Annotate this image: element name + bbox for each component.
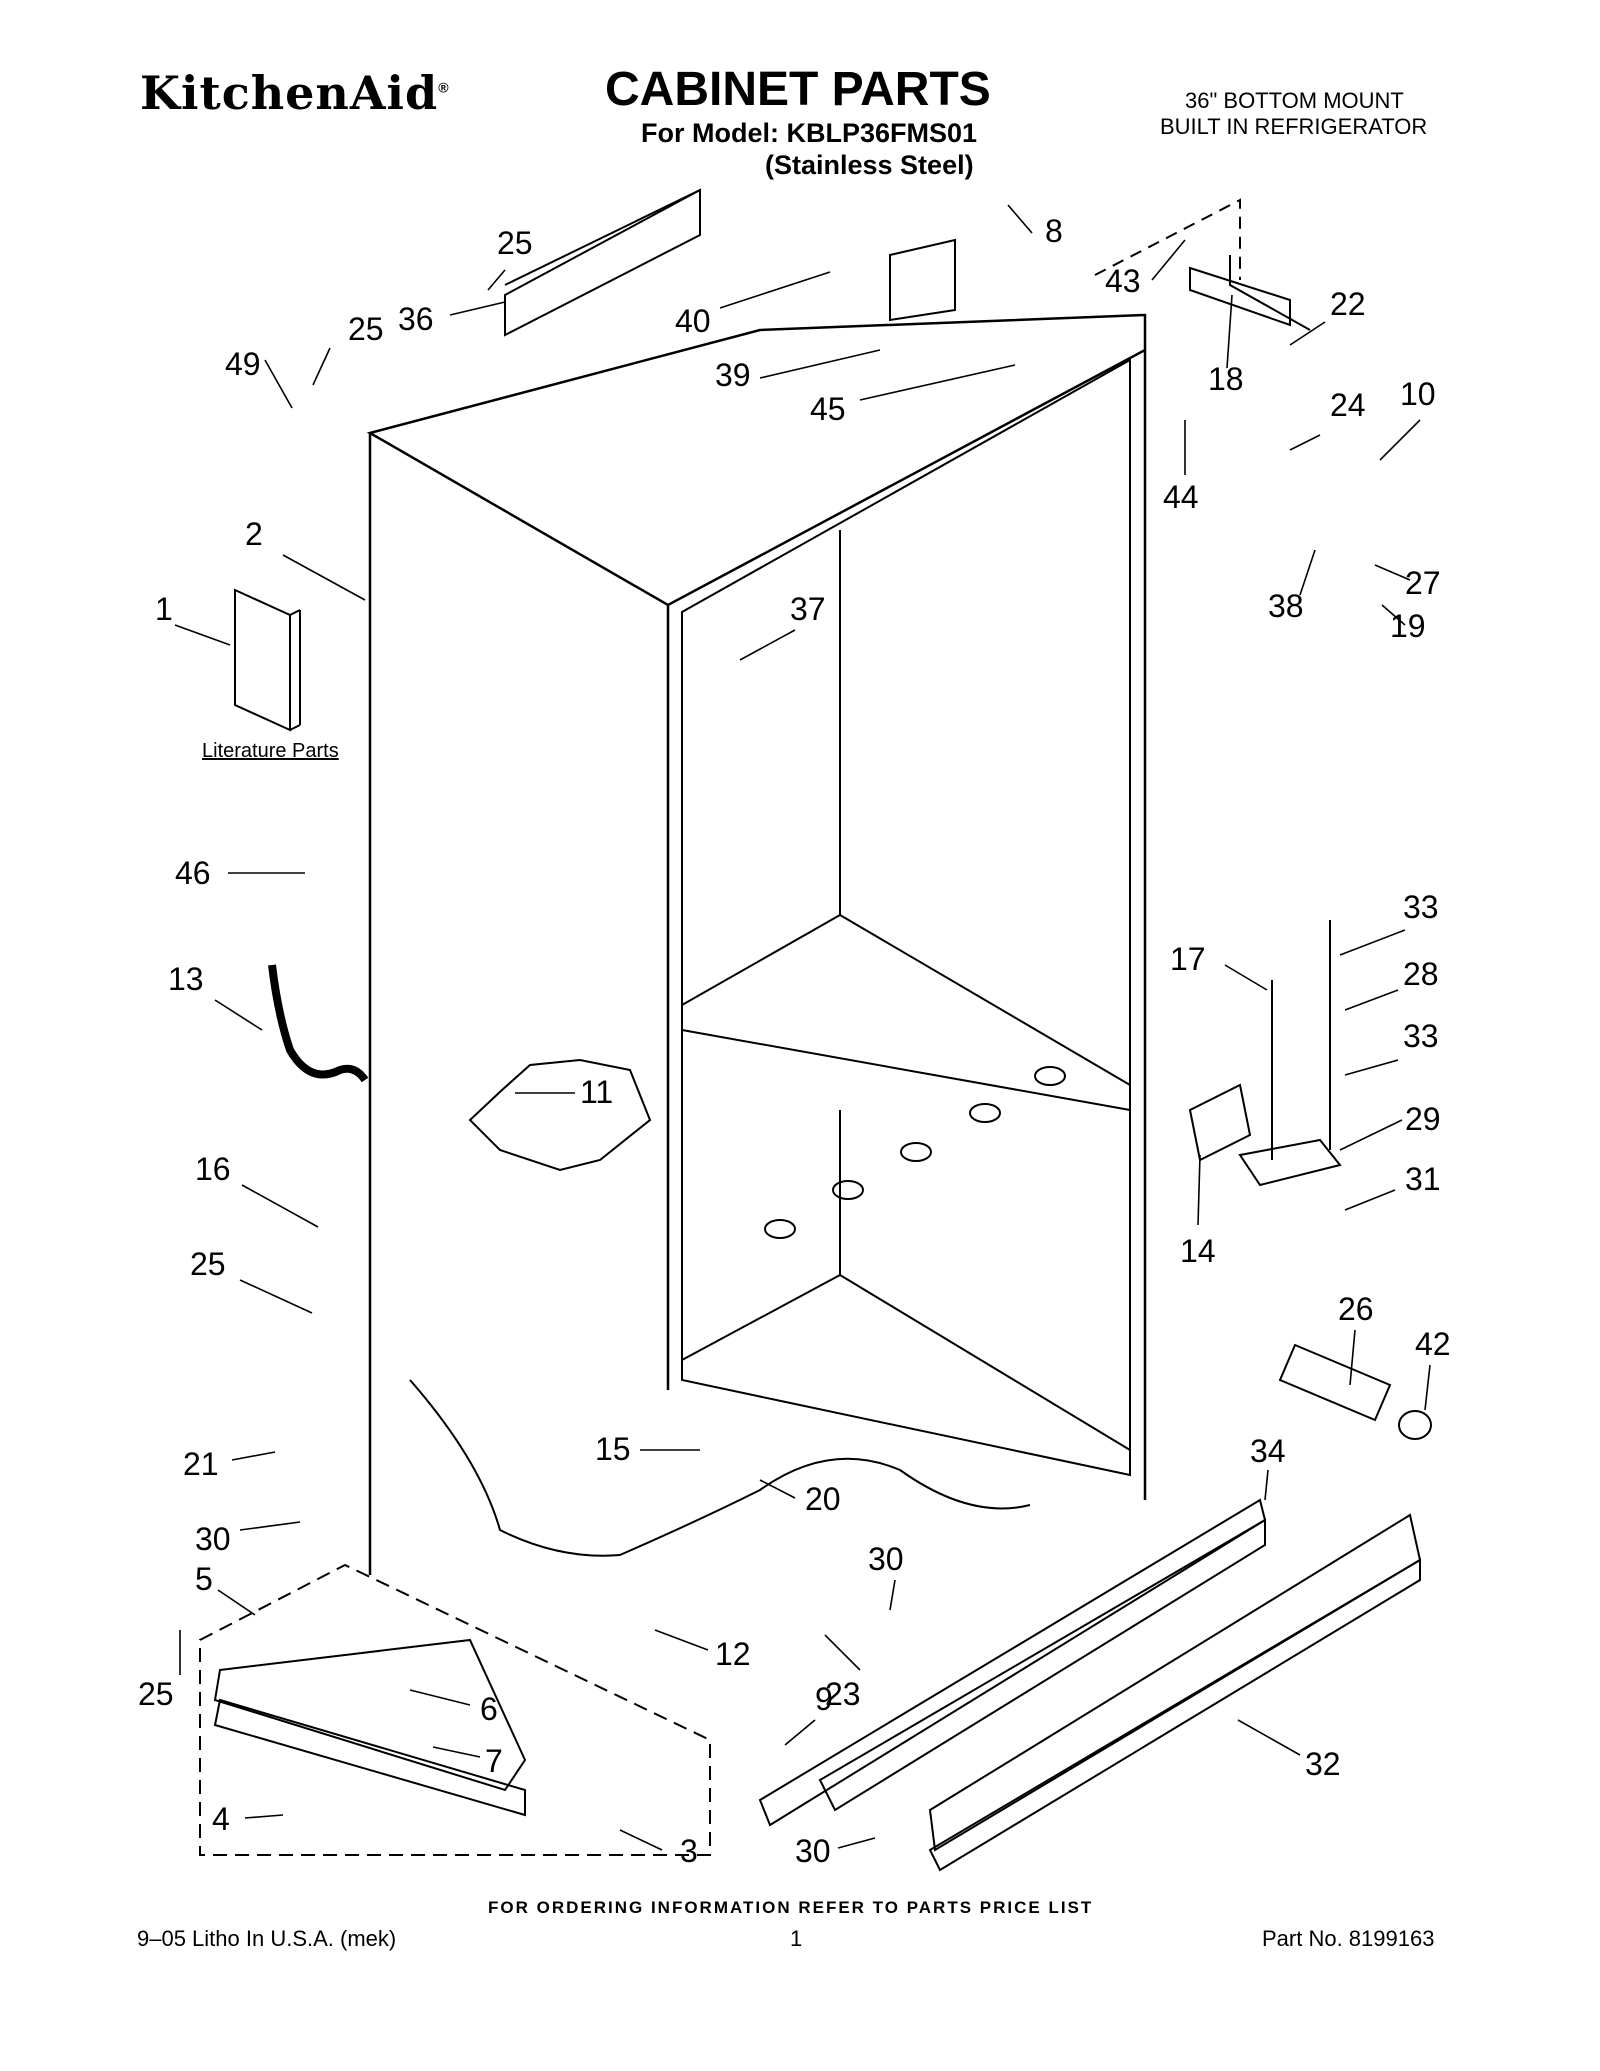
front-toe-grille [758, 1498, 1422, 1872]
ordering-note: FOR ORDERING INFORMATION REFER TO PARTS … [488, 1898, 1094, 1917]
callout-30: 30 [795, 1833, 831, 1869]
callout-44: 44 [1163, 479, 1199, 515]
callout-16: 16 [195, 1151, 231, 1187]
literature-parts-book [234, 588, 301, 732]
callout-labels: 25 8 43 22 40 36 25 49 39 45 18 44 24 10… [138, 213, 1451, 1869]
callout-12: 12 [715, 1636, 751, 1672]
callout-25: 25 [138, 1676, 174, 1712]
literature-parts-label: Literature Parts [202, 740, 339, 762]
callout-11: 11 [580, 1074, 613, 1110]
callout-34: 34 [1250, 1433, 1286, 1469]
brand-logo: KitchenAid® [140, 66, 450, 120]
cabinet-body [366, 188, 1147, 1575]
callout-2: 2 [245, 516, 263, 552]
model-line: For Model: KBLP36FMS01 [641, 118, 978, 148]
appliance-type-line2: BUILT IN REFRIGERATOR [1160, 114, 1428, 139]
callout-42: 42 [1415, 1326, 1451, 1362]
callout-37: 37 [790, 591, 826, 627]
callout-7: 7 [485, 1743, 503, 1779]
callout-30: 30 [868, 1541, 904, 1577]
callout-5: 5 [195, 1561, 213, 1597]
callout-23: 23 [825, 1676, 861, 1712]
callout-40: 40 [675, 303, 711, 339]
callout-19: 19 [1390, 608, 1426, 644]
door-closer-cylinder [1278, 1343, 1432, 1440]
callout-3: 3 [680, 1833, 698, 1869]
callout-45: 45 [810, 391, 846, 427]
leader-lines [174, 204, 1431, 1851]
callout-33: 33 [1403, 1018, 1439, 1054]
callout-39: 39 [715, 357, 751, 393]
hinge-assembly [1188, 920, 1342, 1187]
callout-15: 15 [595, 1431, 631, 1467]
callout-9: 9 [815, 1681, 833, 1717]
top-hinge-area [1094, 198, 1311, 331]
callout-36: 36 [398, 301, 434, 337]
callout-29: 29 [1405, 1101, 1441, 1137]
appliance-type-line1: 36" BOTTOM MOUNT [1185, 88, 1404, 113]
callout-33: 33 [1403, 889, 1439, 925]
part-number: Part No. 8199163 [1262, 1926, 1435, 1951]
callout-4: 4 [212, 1801, 230, 1837]
model-variant: (Stainless Steel) [765, 150, 974, 180]
rear-base-kit-outline [199, 1563, 711, 1856]
callout-21: 21 [183, 1446, 219, 1482]
callout-46: 46 [175, 855, 211, 891]
callout-20: 20 [805, 1481, 841, 1517]
callout-38: 38 [1268, 588, 1304, 624]
callout-8: 8 [1045, 213, 1063, 249]
callout-22: 22 [1330, 286, 1366, 322]
callout-13: 13 [168, 961, 204, 997]
page-title: CABINET PARTS [605, 63, 991, 116]
callout-25: 25 [497, 225, 533, 261]
callout-10: 10 [1400, 376, 1436, 412]
callout-32: 32 [1305, 1746, 1341, 1782]
callout-6: 6 [480, 1691, 498, 1727]
litho-info: 9–05 Litho In U.S.A. (mek) [137, 1926, 397, 1951]
callout-30: 30 [195, 1521, 231, 1557]
callout-31: 31 [1405, 1161, 1441, 1197]
callout-27: 27 [1405, 565, 1441, 601]
page-number: 1 [790, 1926, 803, 1951]
callout-28: 28 [1403, 956, 1439, 992]
callout-24: 24 [1330, 387, 1366, 423]
tube-part [268, 964, 369, 1083]
callout-25: 25 [348, 311, 384, 347]
callout-25: 25 [190, 1246, 226, 1282]
callout-17: 17 [1170, 941, 1206, 977]
callout-18: 18 [1208, 361, 1244, 397]
callout-43: 43 [1105, 263, 1141, 299]
callout-26: 26 [1338, 1291, 1374, 1327]
callout-14: 14 [1180, 1233, 1216, 1269]
callout-49: 49 [225, 346, 261, 382]
callout-1: 1 [155, 591, 173, 627]
